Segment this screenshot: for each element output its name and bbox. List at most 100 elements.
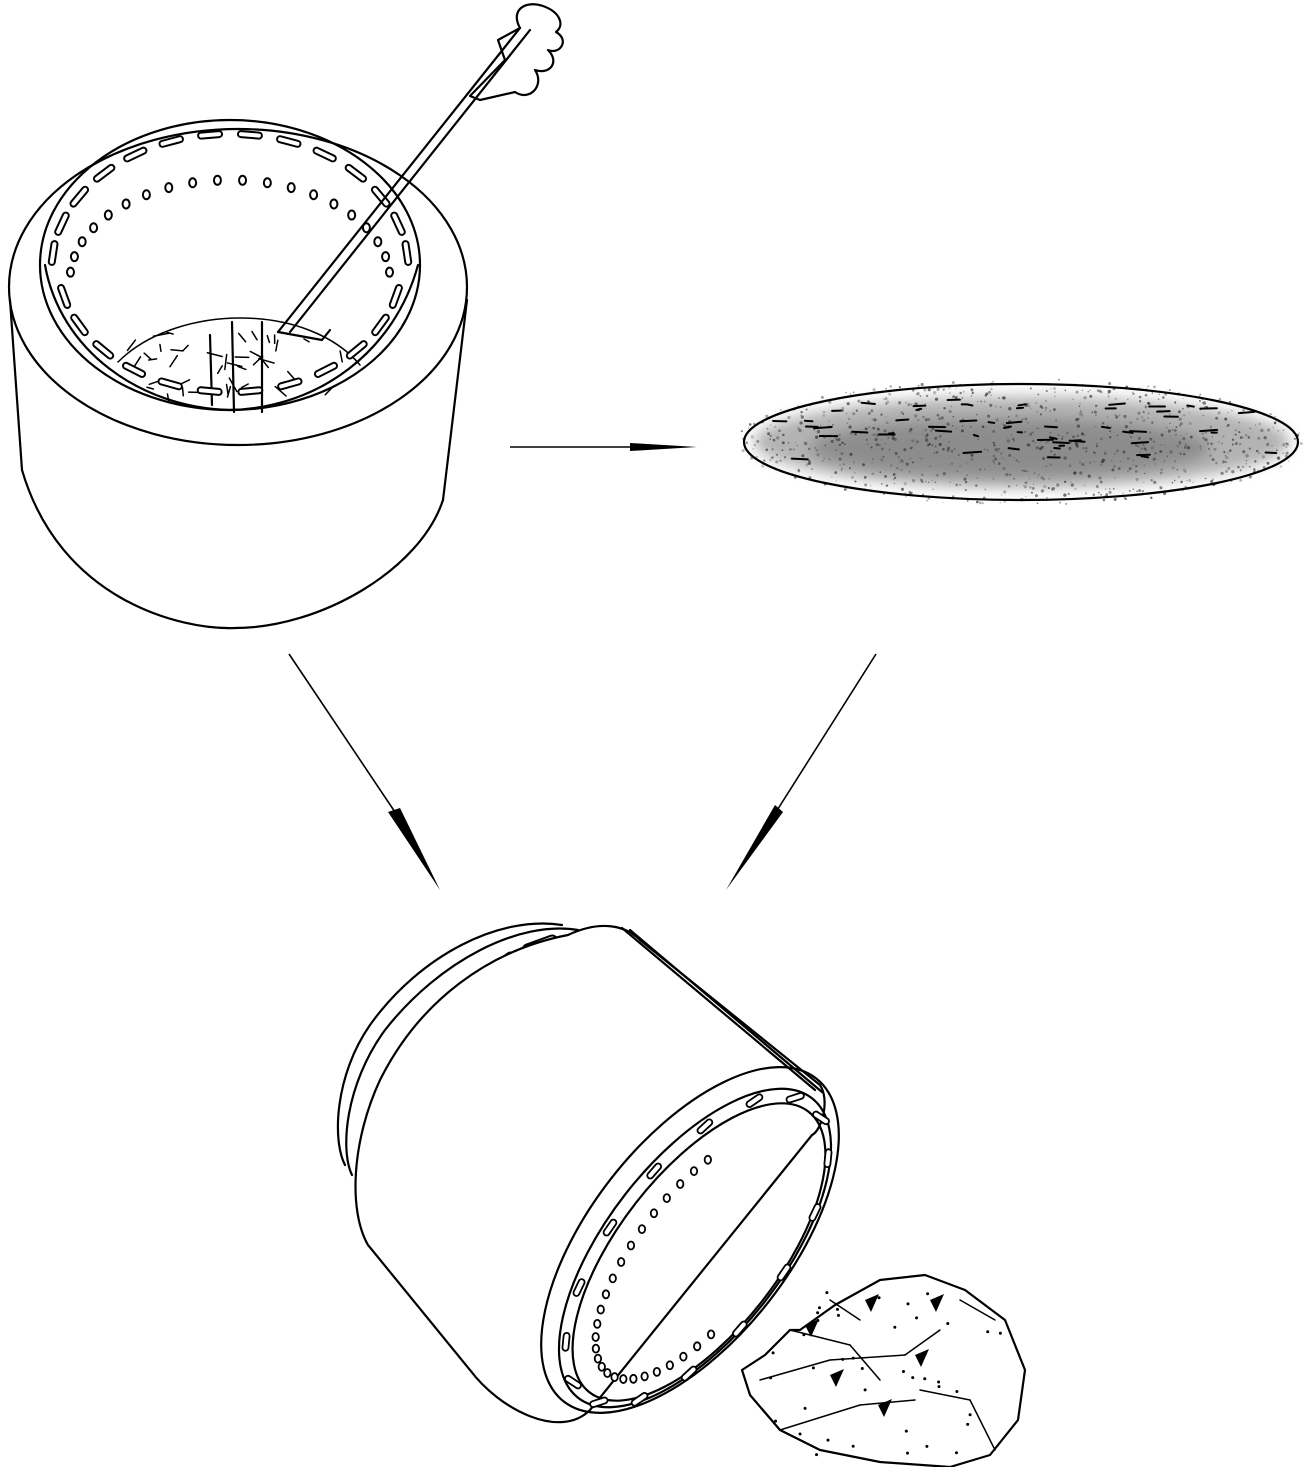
- vent-hole: [680, 1353, 686, 1361]
- debris-mark: [242, 384, 249, 388]
- ash-speck: [1116, 449, 1119, 452]
- ash-speck: [1182, 398, 1183, 399]
- ash-speck: [934, 446, 936, 448]
- ash-speck: [1133, 488, 1134, 489]
- ash-speck: [1054, 391, 1055, 392]
- ash-speck: [988, 391, 991, 394]
- ash-speck: [843, 463, 845, 465]
- vent-slot: [313, 147, 337, 163]
- vent-hole: [382, 252, 389, 261]
- ash-speck: [1182, 408, 1184, 410]
- ash-speck: [977, 401, 979, 403]
- ash-speck: [839, 458, 842, 461]
- ash-speck: [932, 480, 933, 481]
- ash-speck: [779, 460, 781, 462]
- ash-speck: [1246, 463, 1247, 464]
- debris-mark: [340, 351, 342, 362]
- ash-speck: [1225, 455, 1227, 457]
- ash-speck: [901, 488, 904, 491]
- ash-speck: [1298, 432, 1300, 434]
- vent-hole: [214, 176, 221, 185]
- ash-speck: [1054, 396, 1055, 397]
- ash-speck: [857, 400, 860, 403]
- ash-speck: [921, 383, 924, 386]
- ash-speck: [1073, 483, 1074, 484]
- ash-speck: [955, 484, 958, 487]
- ash-speck: [775, 460, 778, 463]
- ash-speck: [815, 447, 816, 448]
- ash-speck: [1167, 456, 1168, 457]
- ash-fleck: [916, 409, 921, 410]
- debris-mark: [147, 387, 153, 389]
- vent-hole: [386, 268, 393, 277]
- ash-speck: [811, 468, 813, 470]
- ash-speck: [834, 471, 837, 474]
- ash-speck: [1227, 467, 1230, 470]
- ash-speck: [1108, 382, 1111, 385]
- ash-speck: [1108, 393, 1110, 395]
- ash-fleck: [837, 1314, 840, 1317]
- ash-speck: [916, 394, 917, 395]
- ash-speck: [1000, 406, 1002, 408]
- vent-hole: [330, 199, 337, 208]
- ash-speck: [1013, 457, 1014, 458]
- ash-speck: [820, 425, 821, 426]
- ash-speck: [1064, 481, 1066, 483]
- ash-speck: [1058, 379, 1060, 381]
- ash-speck: [871, 473, 874, 476]
- ash-speck: [1169, 450, 1172, 453]
- ash-speck: [1095, 426, 1096, 427]
- ash-fleck: [816, 1319, 819, 1322]
- ash-speck: [1036, 411, 1037, 412]
- ash-speck: [966, 474, 968, 476]
- ash-speck: [936, 388, 939, 391]
- ash-speck: [966, 462, 968, 464]
- ash-speck: [1270, 413, 1272, 415]
- ash-speck: [766, 449, 768, 451]
- ash-speck: [1065, 390, 1067, 392]
- ash-speck: [844, 443, 846, 445]
- ash-speck: [1164, 460, 1166, 462]
- ash-speck: [1174, 401, 1176, 403]
- ash-speck: [1038, 394, 1040, 396]
- ash-speck: [893, 479, 894, 480]
- ash-speck: [1046, 497, 1048, 499]
- ash-speck: [1183, 453, 1185, 455]
- ash-speck: [927, 418, 930, 421]
- ash-speck: [1033, 440, 1035, 442]
- ash-speck: [1210, 426, 1212, 428]
- vent-hole: [691, 1167, 697, 1175]
- ash-speck: [771, 456, 774, 459]
- ash-speck: [1008, 454, 1011, 457]
- ash-speck: [1046, 390, 1048, 392]
- ash-speck: [780, 409, 782, 411]
- ash-speck: [1129, 490, 1131, 492]
- ash-speck: [798, 429, 801, 432]
- ash-speck: [1169, 414, 1171, 416]
- ash-speck: [915, 403, 918, 406]
- ash-fleck: [852, 1445, 855, 1448]
- ash-speck: [1152, 392, 1154, 394]
- vent-hole: [71, 252, 78, 261]
- ash-speck: [1125, 425, 1128, 428]
- ash-speck: [1147, 417, 1149, 419]
- ash-speck: [1245, 454, 1248, 457]
- ash-speck: [933, 391, 936, 394]
- ash-speck: [889, 449, 891, 451]
- ash-speck: [1276, 449, 1278, 451]
- debris-mark: [134, 357, 141, 368]
- ash-speck: [1016, 459, 1018, 461]
- ash-speck: [1075, 418, 1078, 421]
- ash-speck: [1187, 446, 1190, 449]
- ash-speck: [928, 482, 929, 483]
- crack-line: [790, 1330, 850, 1345]
- ash-speck: [987, 449, 989, 451]
- ash-speck: [927, 444, 930, 447]
- ash-speck: [907, 403, 910, 406]
- ash-speck: [1084, 485, 1086, 487]
- ash-speck: [1037, 502, 1039, 504]
- ash-speck: [1129, 421, 1132, 424]
- ash-speck: [1091, 411, 1093, 413]
- vent-slot: [57, 284, 71, 309]
- ash-speck: [1114, 498, 1117, 501]
